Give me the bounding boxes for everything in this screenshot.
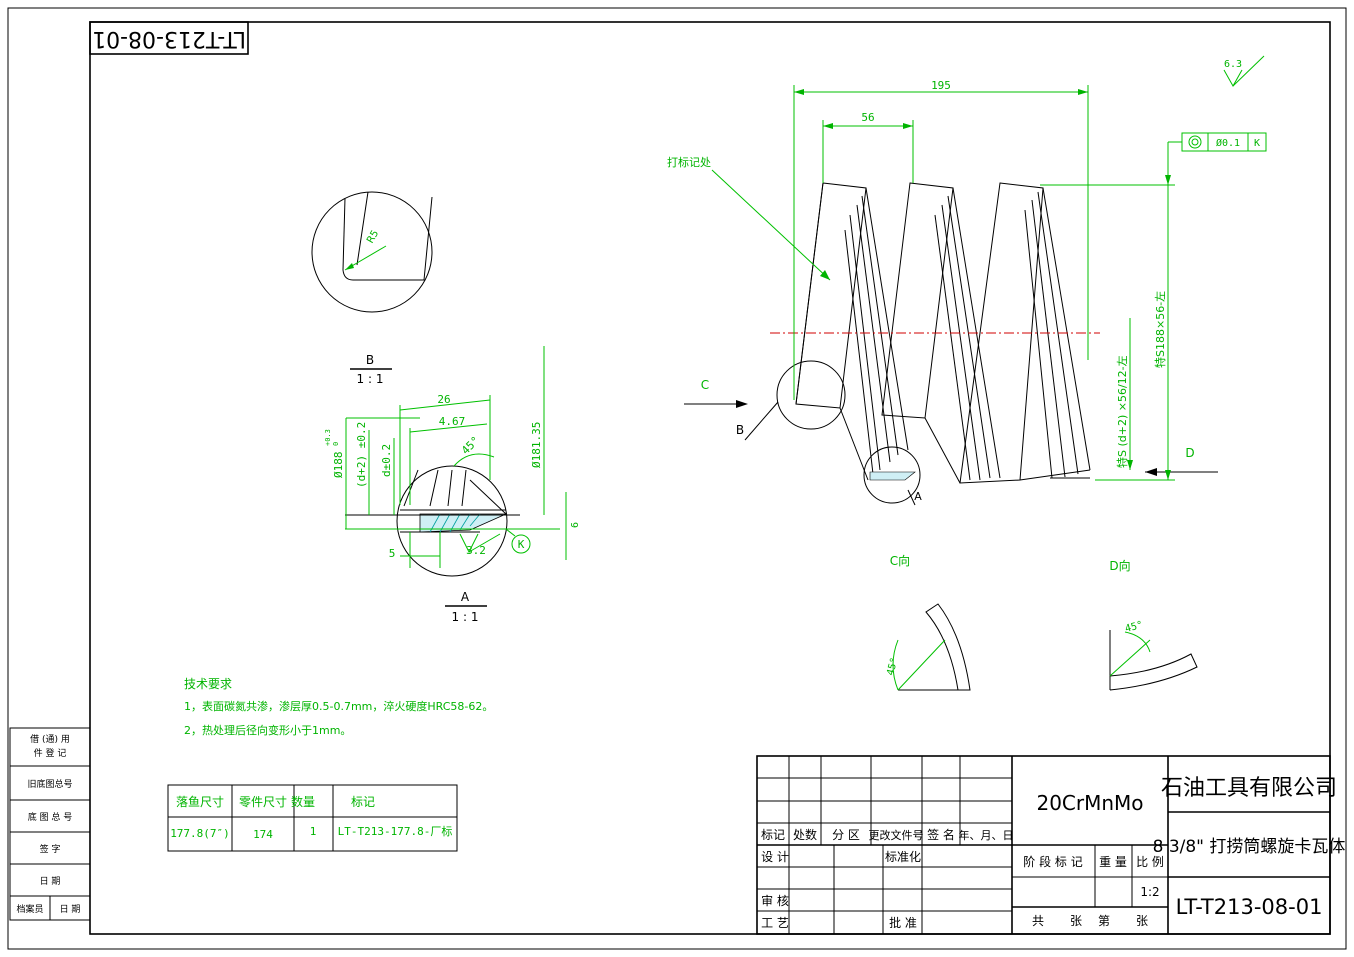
label-review: 审 核 xyxy=(761,893,789,908)
dim-26: 26 xyxy=(437,393,450,406)
dim-188-tol-low: 0 xyxy=(332,442,340,446)
detail-a-label: A xyxy=(461,590,470,604)
roughness-value: 6.3 xyxy=(1224,59,1242,70)
datum-k-circle: K xyxy=(518,538,525,551)
view-d: D向 45° xyxy=(1109,558,1198,691)
dim-d-plus-2: (d+2) ±0.2 xyxy=(355,422,368,488)
view-c: C向 45° xyxy=(885,553,971,691)
label-ratio: 比 例 xyxy=(1136,855,1164,869)
dim-56: 56 xyxy=(861,111,874,124)
dim-188-tol-up: +0.3 xyxy=(324,429,332,446)
radius-label: R5 xyxy=(365,228,381,245)
table-header-qty: 数量 xyxy=(291,794,315,809)
arrow-d-label: D xyxy=(1185,446,1194,460)
label-sheets-unit: 张 xyxy=(1070,914,1082,928)
detail-a-view: 26 4.67 45° Ø188 +0.3 0 (d+2) ±0.2 d±0.2… xyxy=(324,346,581,624)
title-block: 标记 处数 分 区 更改文件号 签 名 年、月、日 设 计 标准化 审 核 工 … xyxy=(756,755,1346,935)
table-cell-part-size: 174 xyxy=(253,828,273,841)
view-d-angle: 45° xyxy=(1124,620,1144,635)
strip-label-archivist: 档案员 xyxy=(16,903,43,915)
dim-6: 6 xyxy=(570,522,581,528)
dim-181-35: Ø181.35 xyxy=(530,422,543,468)
view-c-angle: 45° xyxy=(885,656,900,676)
dim-4-67: 4.67 xyxy=(439,415,466,428)
dim-195: 195 xyxy=(931,79,951,92)
label-a-marker: A xyxy=(914,490,922,503)
inner-border xyxy=(89,21,1331,935)
strip-label-sign: 签 字 xyxy=(40,843,61,855)
left-strip: 借 (通) 用 件 登 记 旧底图总号 底 图 总 号 签 字 日 期 档案员 … xyxy=(9,727,91,921)
tech-requirements: 技术要求 1，表面碳氮共渗，渗层厚0.5-0.7mm，淬火硬度HRC58-62。… xyxy=(184,677,493,737)
drawing-number: LT-T213-08-01 xyxy=(1176,895,1323,919)
label-sheets-total: 共 xyxy=(1032,914,1044,928)
table-cell-qty: 1 xyxy=(310,825,317,838)
strip-label-archive-date: 日 期 xyxy=(60,904,81,915)
table-cell-fish-size: 177.8(7″) xyxy=(170,827,230,840)
view-c-label: C向 xyxy=(890,553,910,568)
main-spiral-view: B A C D 195 56 打标记处 xyxy=(667,55,1267,506)
thread-minor-label: 特S (d+2) ×56/12-左 xyxy=(1115,355,1129,468)
label-approve: 批 准 xyxy=(889,915,917,930)
view-d-label: D向 xyxy=(1109,558,1130,573)
label-b-marker: B xyxy=(736,423,744,437)
detail-b-scale: 1 : 1 xyxy=(357,372,384,386)
arrow-c-label: C xyxy=(701,378,709,392)
company-name: 石油工具有限公司 xyxy=(1161,776,1337,801)
header-zone: 分 区 xyxy=(832,828,860,842)
tech-req-item-1: 1，表面碳氮共渗，渗层厚0.5-0.7mm，淬火硬度HRC58-62。 xyxy=(184,699,493,713)
table-cell-mark: LT-T213-177.8-厂标 xyxy=(338,824,453,838)
size-table: 落鱼尺寸 零件尺寸 数量 标记 177.8(7″) 174 1 LT-T213-… xyxy=(167,784,458,852)
detail-a-scale: 1 : 1 xyxy=(452,610,479,624)
thread-major-label: 特S188×56-左 xyxy=(1153,291,1167,368)
label-design: 设 计 xyxy=(761,850,789,864)
part-name: 8 3/8" 打捞筒螺旋卡瓦体 xyxy=(1153,837,1346,857)
header-count: 处数 xyxy=(793,827,817,842)
header-change-doc: 更改文件号 xyxy=(869,828,924,842)
header-signature: 签 名 xyxy=(927,827,955,842)
header-mark: 标记 xyxy=(761,828,785,842)
strip-label-date: 日 期 xyxy=(40,876,61,887)
label-standard: 标准化 xyxy=(885,850,921,864)
detail-b-label: B xyxy=(366,353,374,367)
dim-3-2: 3.2 xyxy=(466,544,486,557)
label-weight: 重 量 xyxy=(1099,855,1127,869)
label-process: 工 艺 xyxy=(761,916,789,930)
strip-label-borrow: 借 (通) 用 xyxy=(30,733,70,745)
outer-border xyxy=(7,7,1347,950)
dim-d: d±0.2 xyxy=(380,444,393,477)
mirrored-drawing-number: LT-T213-08-01 xyxy=(92,26,246,51)
dim-188: Ø188 xyxy=(332,452,345,479)
tech-req-item-2: 2，热处理后径向变形小于1mm。 xyxy=(184,723,351,737)
runout-datum: K xyxy=(1254,138,1260,149)
runout-value: Ø0.1 xyxy=(1216,137,1240,149)
strip-label-old-drawing: 旧底图总号 xyxy=(27,778,72,790)
tech-req-title: 技术要求 xyxy=(184,677,232,691)
scale-value: 1:2 xyxy=(1140,885,1159,899)
header-date: 年、月、日 xyxy=(959,828,1014,842)
label-sheet-no: 第 xyxy=(1098,914,1110,928)
strip-label-base-drawing: 底 图 总 号 xyxy=(28,811,73,823)
mark-place-label: 打标记处 xyxy=(667,155,711,169)
detail-b-view: R5 B 1 : 1 xyxy=(311,191,433,386)
strip-label-borrow-2: 件 登 记 xyxy=(34,747,67,759)
table-header-fish-size: 落鱼尺寸 xyxy=(176,795,224,809)
table-header-part-size: 零件尺寸 xyxy=(239,795,287,809)
table-header-mark: 标记 xyxy=(351,795,375,809)
label-stage-mark: 阶 段 标 记 xyxy=(1023,854,1082,869)
mirrored-number-box: LT-T213-08-01 xyxy=(89,21,249,55)
material-text: 20CrMnMo xyxy=(1036,791,1143,815)
dim-5: 5 xyxy=(389,547,396,560)
label-sheet-unit: 张 xyxy=(1136,914,1148,928)
